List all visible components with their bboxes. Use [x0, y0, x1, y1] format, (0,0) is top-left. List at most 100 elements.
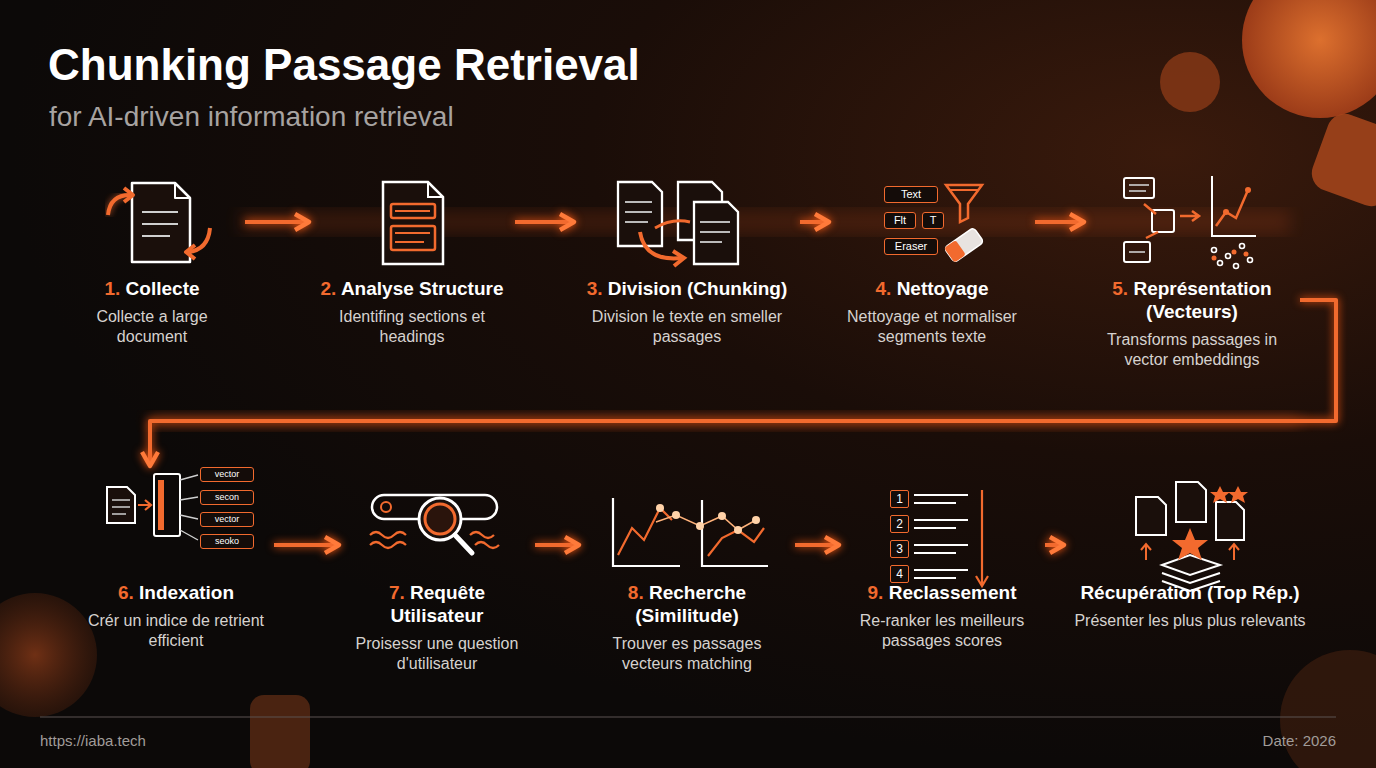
- icon-stroke: [613, 498, 680, 566]
- process-step: 8. Recherche (Similitude) Trouver es pass…: [583, 470, 791, 678]
- icon-stroke: [1180, 211, 1199, 221]
- step-description: Présenter les plus plus relevants: [1068, 611, 1312, 631]
- index-icon: [107, 474, 198, 540]
- icon-stroke: [718, 512, 726, 520]
- page-title: Chunking Passage Retrieval: [48, 40, 640, 90]
- icon-stroke: [395, 241, 424, 243]
- icon-stroke: [702, 500, 768, 566]
- icon-stroke: [914, 527, 956, 529]
- icon-stroke: [1144, 204, 1158, 238]
- step-description: Trouver es passages vecteurs matching: [583, 634, 791, 674]
- icon-stroke: [391, 204, 435, 218]
- icon-stroke: [625, 201, 652, 203]
- icon-stroke: [950, 189, 978, 191]
- icon-stroke: [625, 221, 648, 223]
- icon-stroke: [112, 513, 126, 515]
- icon-stroke: [142, 235, 170, 237]
- step-description: Collecte a large document: [63, 307, 241, 347]
- rank-number: 3: [890, 540, 909, 558]
- flow-arrow: [1035, 220, 1084, 224]
- cleaning-icon: [944, 185, 984, 263]
- icon-stroke: [696, 522, 704, 530]
- process-step: 9. ReclassementRe-ranker les meilleurs p…: [843, 470, 1041, 655]
- icon-stroke: [1226, 254, 1231, 259]
- step-number: 2.: [320, 278, 336, 299]
- rerank-icon: [914, 490, 988, 586]
- icon-stroke: [1223, 209, 1229, 215]
- step-description: Transforms passages in vector embeddings: [1088, 330, 1296, 370]
- icon-tag: T: [922, 212, 944, 229]
- icon-stroke: [1240, 244, 1245, 249]
- flow-arrow: [515, 220, 574, 224]
- icon-stroke: [383, 182, 443, 264]
- process-step: 1. CollecteCollecte a large document: [63, 170, 241, 351]
- icon-stroke: [132, 183, 190, 262]
- step-title: 6. Indexation: [82, 582, 270, 605]
- icon-stroke: [1160, 52, 1220, 112]
- step-number: 6.: [118, 582, 134, 603]
- icon-stroke: [656, 504, 760, 534]
- step-title: 4. Nettoyage: [833, 278, 1031, 301]
- icon-stroke: [1212, 176, 1256, 236]
- icon-stroke: [734, 526, 742, 534]
- icon-tag: Flt: [884, 212, 916, 229]
- step-name: Analyse Structure: [336, 278, 503, 299]
- flow-arrow: [795, 543, 839, 547]
- icon-stroke: [138, 500, 151, 510]
- icon-stroke: [946, 185, 982, 222]
- step-number: 8.: [628, 582, 644, 603]
- icon-stroke: [944, 240, 966, 263]
- icon-stroke: [700, 221, 730, 223]
- collect-icon: [108, 183, 210, 262]
- icon-stroke: [1232, 250, 1237, 255]
- step-name: Requête Utilisateur: [391, 582, 486, 626]
- icon-stroke: [0, 593, 97, 717]
- process-step: 7. Requête UtilisateurProisessr une ques…: [343, 470, 531, 678]
- icon-stroke: [752, 516, 760, 524]
- icon-stroke: [1242, 0, 1376, 118]
- step-description: Division le texte en smeller passages: [578, 307, 796, 347]
- vector-tag: vector: [200, 467, 254, 482]
- icon-stroke: [124, 188, 133, 202]
- query-icon: [370, 495, 499, 553]
- process-step: 3. Division (Chunking)Division le texte …: [578, 170, 796, 351]
- icon-tag: Eraser: [884, 238, 938, 255]
- icon-stroke: [672, 511, 680, 519]
- vector-tag: secon: [200, 490, 254, 505]
- icon-stroke: [976, 490, 988, 586]
- icon-stroke: [175, 183, 190, 198]
- icon-stroke: [914, 577, 956, 579]
- step-title: 8. Recherche (Similitude): [583, 582, 791, 628]
- icon-stroke: [1216, 502, 1244, 540]
- icon-stroke: [700, 231, 730, 233]
- icon-stroke: [656, 504, 664, 512]
- icon-stroke: [914, 552, 956, 554]
- icon-stroke: [112, 499, 130, 501]
- icon-stroke: [142, 211, 178, 213]
- step-description: Nettoyage et normaliser segments texte: [833, 307, 1031, 347]
- flow-arrow: [274, 543, 339, 547]
- icon-stroke: [1216, 190, 1248, 226]
- icon-stroke: [1124, 242, 1150, 262]
- icon-stroke: [618, 508, 672, 555]
- icon-stroke: [1212, 256, 1217, 261]
- step-title: Récupération (Top Rép.): [1068, 582, 1312, 605]
- icon-stroke: [154, 474, 180, 536]
- step-number: 4.: [876, 278, 892, 299]
- icon-stroke: [395, 232, 430, 234]
- icon-stroke: [455, 535, 472, 553]
- icon-stroke: [391, 226, 435, 250]
- icon-stroke: [694, 202, 738, 264]
- icon-stroke: [428, 182, 443, 197]
- icon-stroke: [914, 495, 968, 578]
- step-name: Nettoyage: [891, 278, 988, 299]
- step-title: 2. Analyse Structure: [313, 278, 511, 301]
- icon-stroke: [142, 223, 178, 225]
- icon-stroke: [470, 532, 499, 548]
- icon-stroke: [1218, 261, 1223, 266]
- flow-arrow: [245, 220, 309, 224]
- icon-stroke: [914, 502, 956, 504]
- step-name: Recherche (Similitude): [635, 582, 746, 626]
